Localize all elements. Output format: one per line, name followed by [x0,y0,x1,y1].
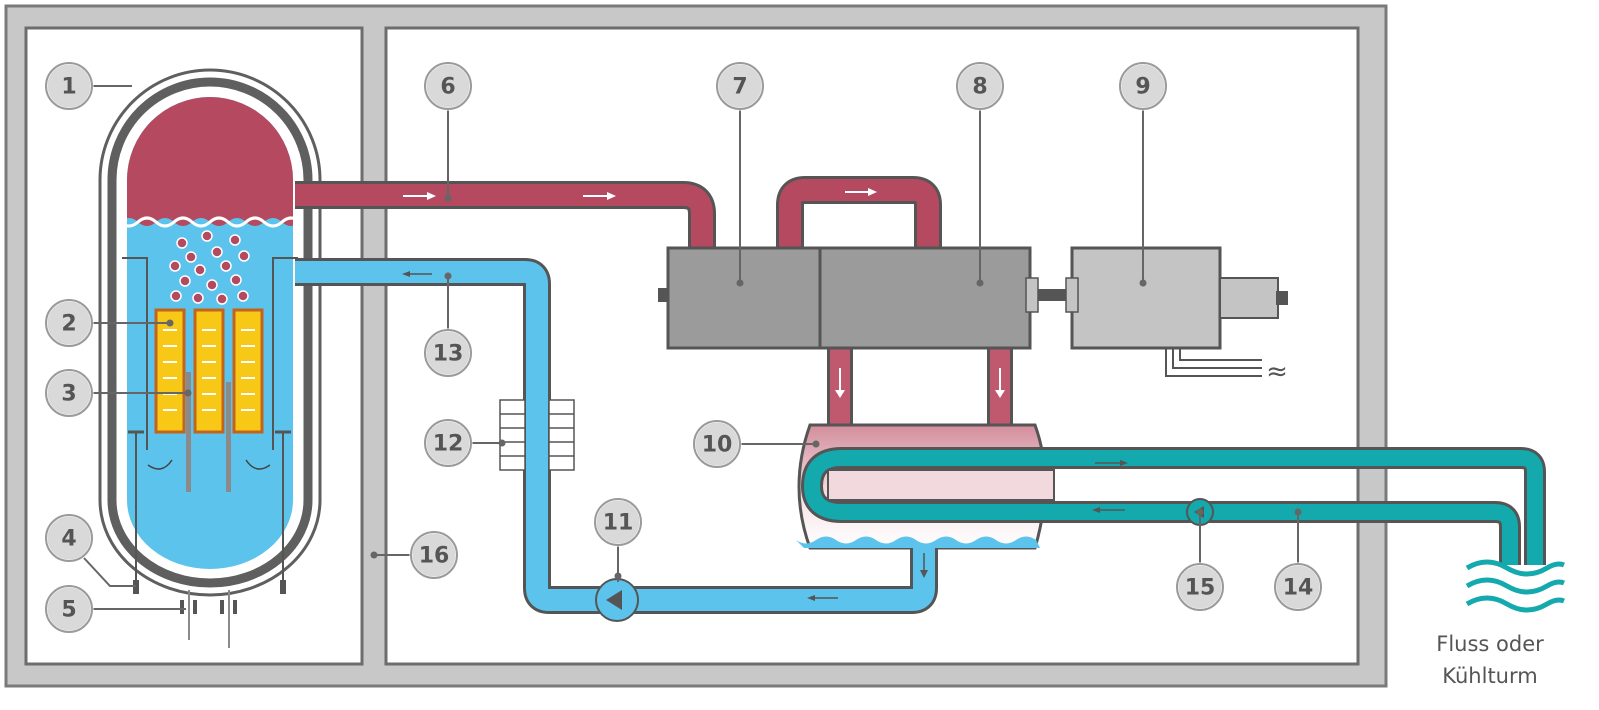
svg-text:1: 1 [61,75,76,100]
svg-text:13: 13 [433,342,464,367]
svg-text:7: 7 [732,75,747,100]
marker-3: 3 [44,368,94,418]
cooling-water-loop [800,447,1546,565]
flow-arrows [402,188,877,277]
marker-1: 1 [44,61,94,111]
marker-12: 12 [423,418,473,468]
marker-7: 7 [715,61,765,111]
svg-text:8: 8 [972,75,987,100]
marker-9: 9 [1118,61,1168,111]
generator [1065,246,1288,377]
marker-13: 13 [423,328,473,378]
marker-16: 16 [409,530,459,580]
leader-lines [83,85,1302,610]
caption-line-2: Kühlturm [1442,664,1537,688]
steam-bubbles [169,230,250,305]
marker-14: 14 [1273,562,1323,612]
marker-2: 2 [44,298,94,348]
svg-text:15: 15 [1185,576,1216,601]
svg-text:5: 5 [61,598,76,623]
svg-text:11: 11 [603,511,634,536]
control-rods [180,372,237,648]
marker-6: 6 [423,61,473,111]
svg-text:4: 4 [61,527,76,552]
marker-11: 11 [593,497,643,547]
river-waves [1465,559,1565,613]
main-steam-line [295,176,942,248]
feedwater-line [295,258,938,622]
electric-output-symbol: ≈ [1266,357,1288,387]
svg-text:12: 12 [433,432,464,457]
svg-text:14: 14 [1283,576,1314,601]
svg-text:10: 10 [702,433,733,458]
core-shroud [122,257,298,450]
marker-5: 5 [44,584,94,634]
svg-text:16: 16 [419,544,450,569]
marker-10: 10 [692,419,742,469]
svg-text:9: 9 [1135,75,1150,100]
fuel-assemblies [154,308,264,434]
feedwater-preheater [499,399,575,471]
marker-15: 15 [1175,562,1225,612]
caption-line-1: Fluss oder [1436,632,1544,656]
marker-4: 4 [44,513,94,563]
svg-text:3: 3 [61,382,76,407]
svg-text:6: 6 [440,75,455,100]
marker-8: 8 [955,61,1005,111]
svg-text:2: 2 [61,312,76,337]
turbines [658,246,1072,350]
